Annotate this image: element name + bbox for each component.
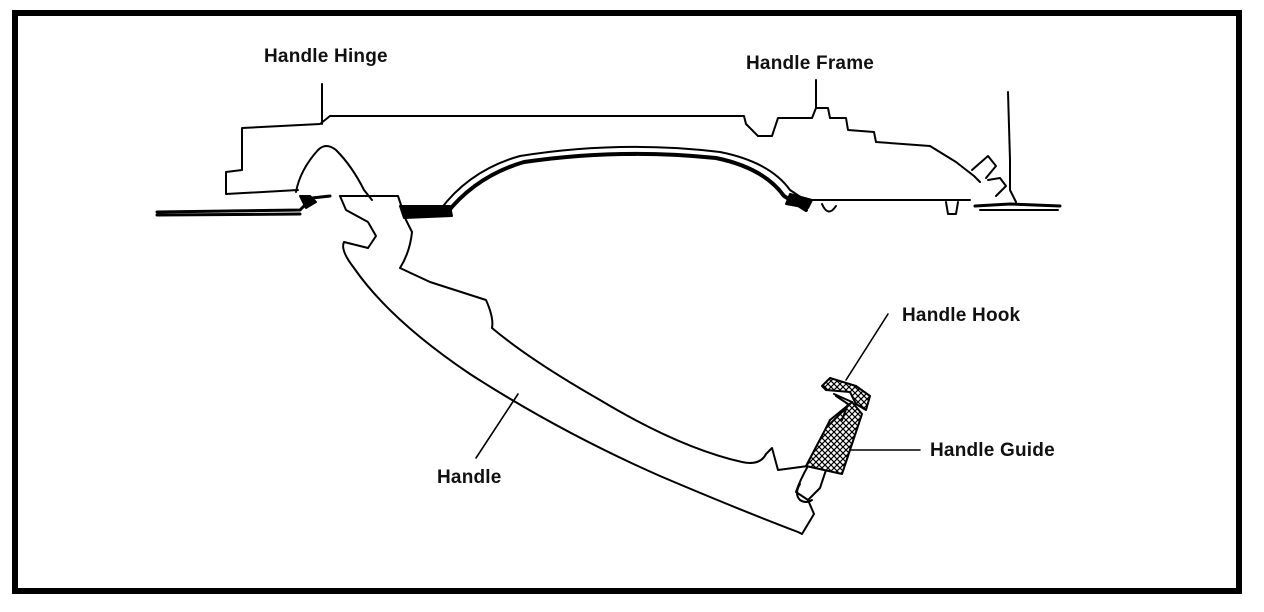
handle-frame bbox=[225, 79, 1007, 215]
handle-pocket bbox=[399, 145, 813, 219]
handle-hinge bbox=[295, 145, 413, 249]
label-handle-guide: Handle Guide bbox=[930, 440, 1055, 461]
handle-lever bbox=[342, 231, 871, 535]
leader-lines bbox=[475, 313, 921, 459]
label-handle-frame: Handle Frame bbox=[746, 53, 875, 74]
label-handle-hook: Handle Hook bbox=[902, 305, 1021, 326]
label-handle: Handle bbox=[437, 467, 502, 488]
label-handle-hinge: Handle Hinge bbox=[264, 46, 388, 67]
diagram-border bbox=[12, 10, 1242, 594]
